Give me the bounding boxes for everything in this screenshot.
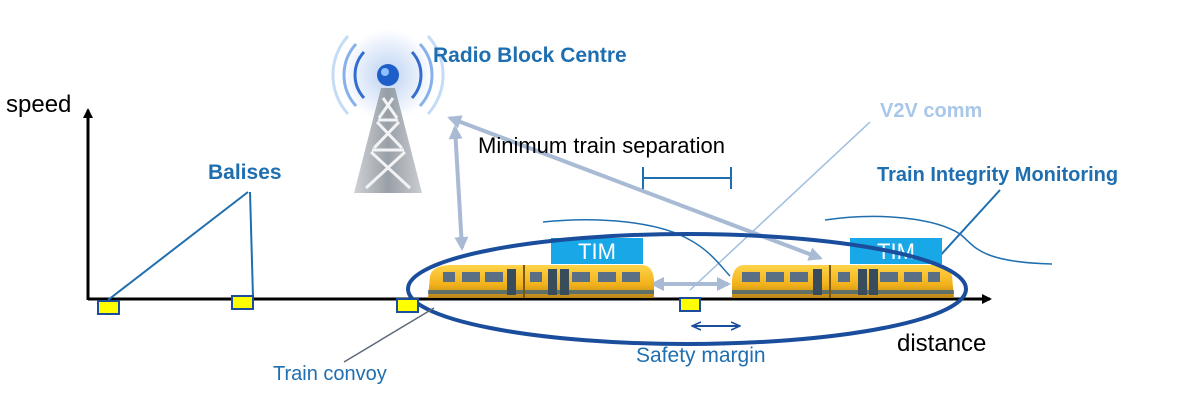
balise-2	[231, 295, 254, 310]
train-icon-right	[732, 265, 954, 298]
balise-1	[97, 300, 120, 315]
train-convoy-pointer	[343, 307, 435, 363]
tim-box-left	[551, 238, 643, 264]
balise-3	[396, 298, 419, 313]
tim-left-label: TIM	[578, 239, 616, 264]
v2v-comm-label: V2V comm	[880, 100, 982, 122]
distance-axis-label: distance	[897, 330, 986, 357]
coverage-curve-right	[824, 215, 1053, 265]
balise-pointer-1	[107, 191, 249, 301]
speed-axis-label: speed	[6, 91, 71, 118]
min-separation-bracket	[642, 167, 732, 189]
safety-margin-label: Safety margin	[636, 344, 766, 367]
radio-tower-icon	[331, 29, 445, 193]
balise-pointer-2	[249, 191, 254, 298]
train-convoy-ellipse	[406, 232, 968, 346]
train-integrity-monitoring-label: Train Integrity Monitoring	[877, 164, 1118, 186]
balises-label: Balises	[208, 161, 282, 184]
v2v-comm-pointer	[689, 121, 871, 291]
train-convoy-label: Train convoy	[273, 363, 387, 385]
radio-block-centre-label: Radio Block Centre	[433, 44, 627, 67]
rbc-to-convoy-arrow	[448, 125, 469, 251]
tim-pointer	[937, 189, 1001, 259]
min-separation-label: Minimum train separation	[478, 133, 725, 158]
train-icon-left	[428, 265, 654, 298]
balise-4	[679, 297, 701, 312]
balises	[97, 295, 701, 315]
